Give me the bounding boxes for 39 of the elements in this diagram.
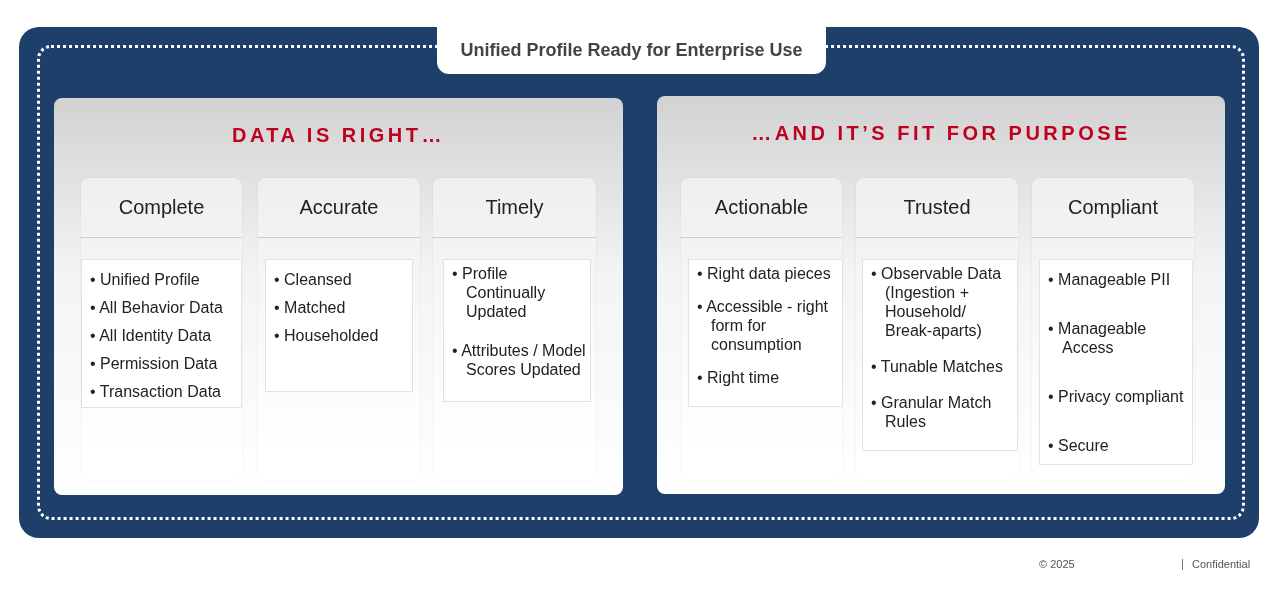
bullet-item: • Householded [274,326,380,345]
bullet-item: • All Identity Data [90,326,213,345]
bullet-item: • Granular Match Rules [871,393,993,431]
bullet-item: • Cleansed [274,270,353,289]
bullet-item: • Unified Profile [90,270,201,289]
card [1032,178,1194,480]
card-heading: Actionable [681,178,842,238]
bullet-item: • Attributes / Model Scores Updated [452,341,586,379]
bullet-item: • Transaction Data [90,382,222,401]
card-heading: Trusted [856,178,1018,238]
bullet-item: • Secure [1048,436,1110,455]
card-heading: Timely [433,178,596,238]
card-heading: Complete [81,178,242,238]
title-tab: Unified Profile Ready for Enterprise Use [437,27,826,74]
card [81,178,242,480]
card [258,178,420,480]
bullet-item: • Right time [697,368,781,387]
bullet-item: • Accessible - right form for consumption [697,297,829,354]
section-panel [54,98,623,495]
bullet-item: • Privacy compliant [1048,387,1185,406]
bullet-item: • Manageable Access [1048,319,1148,357]
bullet-item: • Permission Data [90,354,219,373]
bullet-item: • Tunable Matches [871,357,1004,376]
bullet-item: • All Behavior Data [90,298,224,317]
card [681,178,842,480]
section-heading: DATA IS RIGHT… [230,124,447,147]
bullet-item: • Manageable PII [1048,270,1172,289]
footer-note: Confidential [1192,558,1251,570]
card-heading: Accurate [258,178,420,238]
bullet-item: • Matched [274,298,347,317]
section-heading: …AND IT’S FIT FOR PURPOSE [750,122,1132,145]
section-panel [657,96,1225,494]
bullet-item: • Right data pieces [697,264,832,283]
card [433,178,596,480]
bullet-item: • Profile Continually Updated [452,264,547,321]
card [856,178,1018,480]
card-heading: Compliant [1032,178,1194,238]
footer-note: © 2025 [1039,558,1075,570]
bullet-item: • Observable Data (Ingestion + Household/ Break-aparts) [871,264,1003,340]
